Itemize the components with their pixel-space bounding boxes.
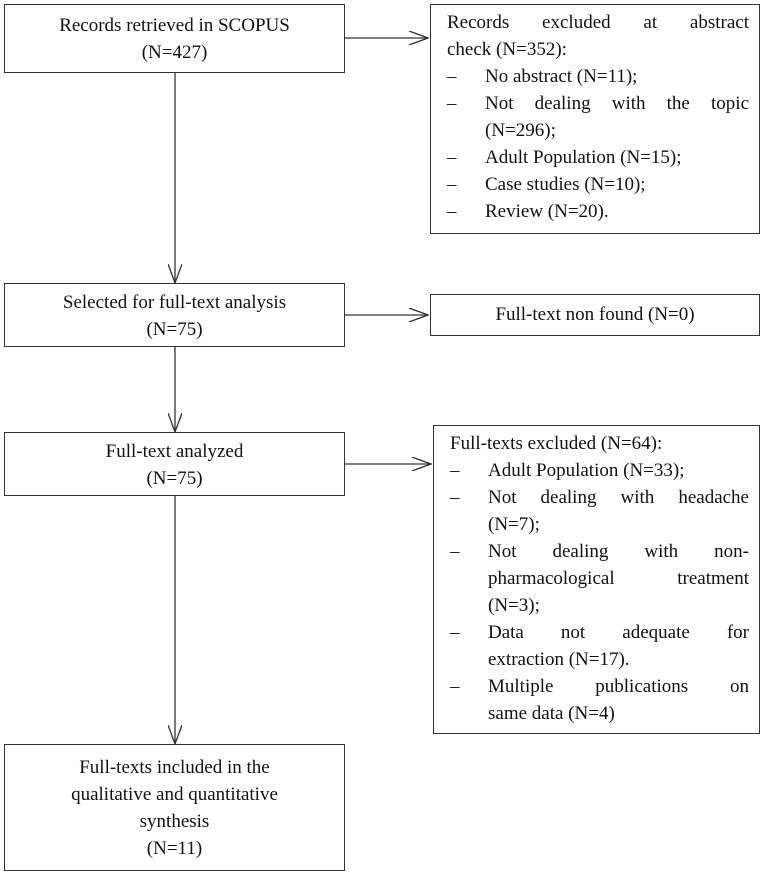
fulltexts-included-line: Full-texts included in the <box>79 757 270 778</box>
dash-marker: – <box>450 676 460 697</box>
fulltext-exclusion-item-text: extraction (N=17). <box>488 649 630 670</box>
fulltext-analyzed-box: Full-text analyzed (N=75) <box>4 432 345 496</box>
records-retrieved-label: Records retrieved in SCOPUS <box>59 15 290 36</box>
fulltexts-included-box: Full-texts included in the qualitative a… <box>4 744 345 871</box>
dash-marker: – <box>450 460 460 481</box>
fulltext-exclusion-item-text: (N=3); <box>488 595 540 616</box>
fulltext-exclusion-item-text: (N=7); <box>488 514 540 535</box>
abstract-exclusion-item: – Review (N=20). <box>447 198 749 225</box>
fulltext-exclusion-item-text: pharmacological treatment <box>488 568 749 589</box>
dash-marker: – <box>450 541 460 562</box>
abstract-exclusion-item: – Not dealing with the topic (N=296); <box>447 90 749 144</box>
abstract-exclusion-heading-line2: check (N=352): <box>447 39 567 60</box>
fulltexts-included-line: synthesis <box>139 811 210 832</box>
abstract-exclusion-item: – No abstract (N=11); <box>447 63 749 90</box>
dash-marker: – <box>450 487 460 508</box>
fulltexts-included-count: (N=11) <box>146 838 203 859</box>
abstract-exclusion-item-text: Case studies (N=10); <box>485 174 646 195</box>
fulltext-exclusion-item: – Data not adequate for extraction (N=17… <box>450 619 749 673</box>
fulltext-not-found-label: Full-text non found (N=0) <box>495 304 695 325</box>
abstract-exclusion-item-text: Not dealing with the topic <box>485 93 749 114</box>
selected-fulltext-label: Selected for full-text analysis <box>62 292 287 313</box>
fulltext-exclusion-item: – Adult Population (N=33); <box>450 457 749 484</box>
fulltext-analyzed-count: (N=75) <box>146 468 203 489</box>
abstract-exclusion-heading-line1: Records excluded at abstract <box>447 12 749 33</box>
dash-marker: – <box>447 147 457 168</box>
fulltext-exclusion-item-text: Multiple publications on <box>488 676 749 697</box>
fulltext-exclusion-box: Full-texts excluded (N=64): – Adult Popu… <box>433 425 760 734</box>
records-retrieved-count: (N=427) <box>141 42 208 63</box>
fulltext-exclusion-item-text: Not dealing with non- <box>488 541 749 562</box>
selected-fulltext-count: (N=75) <box>146 319 203 340</box>
abstract-exclusion-item-text: Review (N=20). <box>485 201 609 222</box>
fulltext-exclusion-item: – Not dealing with headache (N=7); <box>450 484 749 538</box>
abstract-exclusion-item: – Adult Population (N=15); <box>447 144 749 171</box>
dash-marker: – <box>447 66 457 87</box>
fulltexts-included-line: qualitative and quantitative <box>71 784 278 805</box>
fulltext-not-found-box: Full-text non found (N=0) <box>430 294 760 336</box>
fulltext-exclusion-heading: Full-texts excluded (N=64): <box>450 433 663 454</box>
abstract-exclusion-item-text: (N=296); <box>485 120 556 141</box>
fulltext-exclusion-item-text: Data not adequate for <box>488 622 749 643</box>
abstract-exclusion-item-text: No abstract (N=11); <box>485 66 638 87</box>
records-retrieved-box: Records retrieved in SCOPUS (N=427) <box>4 4 345 73</box>
dash-marker: – <box>447 93 457 114</box>
dash-marker: – <box>447 174 457 195</box>
fulltext-exclusion-item-text: same data (N=4) <box>488 703 615 724</box>
dash-marker: – <box>447 201 457 222</box>
fulltext-exclusion-item: – Multiple publications on same data (N=… <box>450 673 749 727</box>
fulltext-exclusion-item-text: Not dealing with headache <box>488 487 749 508</box>
selected-fulltext-box: Selected for full-text analysis (N=75) <box>4 283 345 347</box>
fulltext-exclusion-item: – Not dealing with non- pharmacological … <box>450 538 749 619</box>
fulltext-analyzed-label: Full-text analyzed <box>105 441 244 462</box>
abstract-exclusion-box: Records excluded at abstract check (N=35… <box>430 4 760 234</box>
fulltext-exclusion-item-text: Adult Population (N=33); <box>488 460 685 481</box>
abstract-exclusion-item-text: Adult Population (N=15); <box>485 147 682 168</box>
abstract-exclusion-item: – Case studies (N=10); <box>447 171 749 198</box>
dash-marker: – <box>450 622 460 643</box>
